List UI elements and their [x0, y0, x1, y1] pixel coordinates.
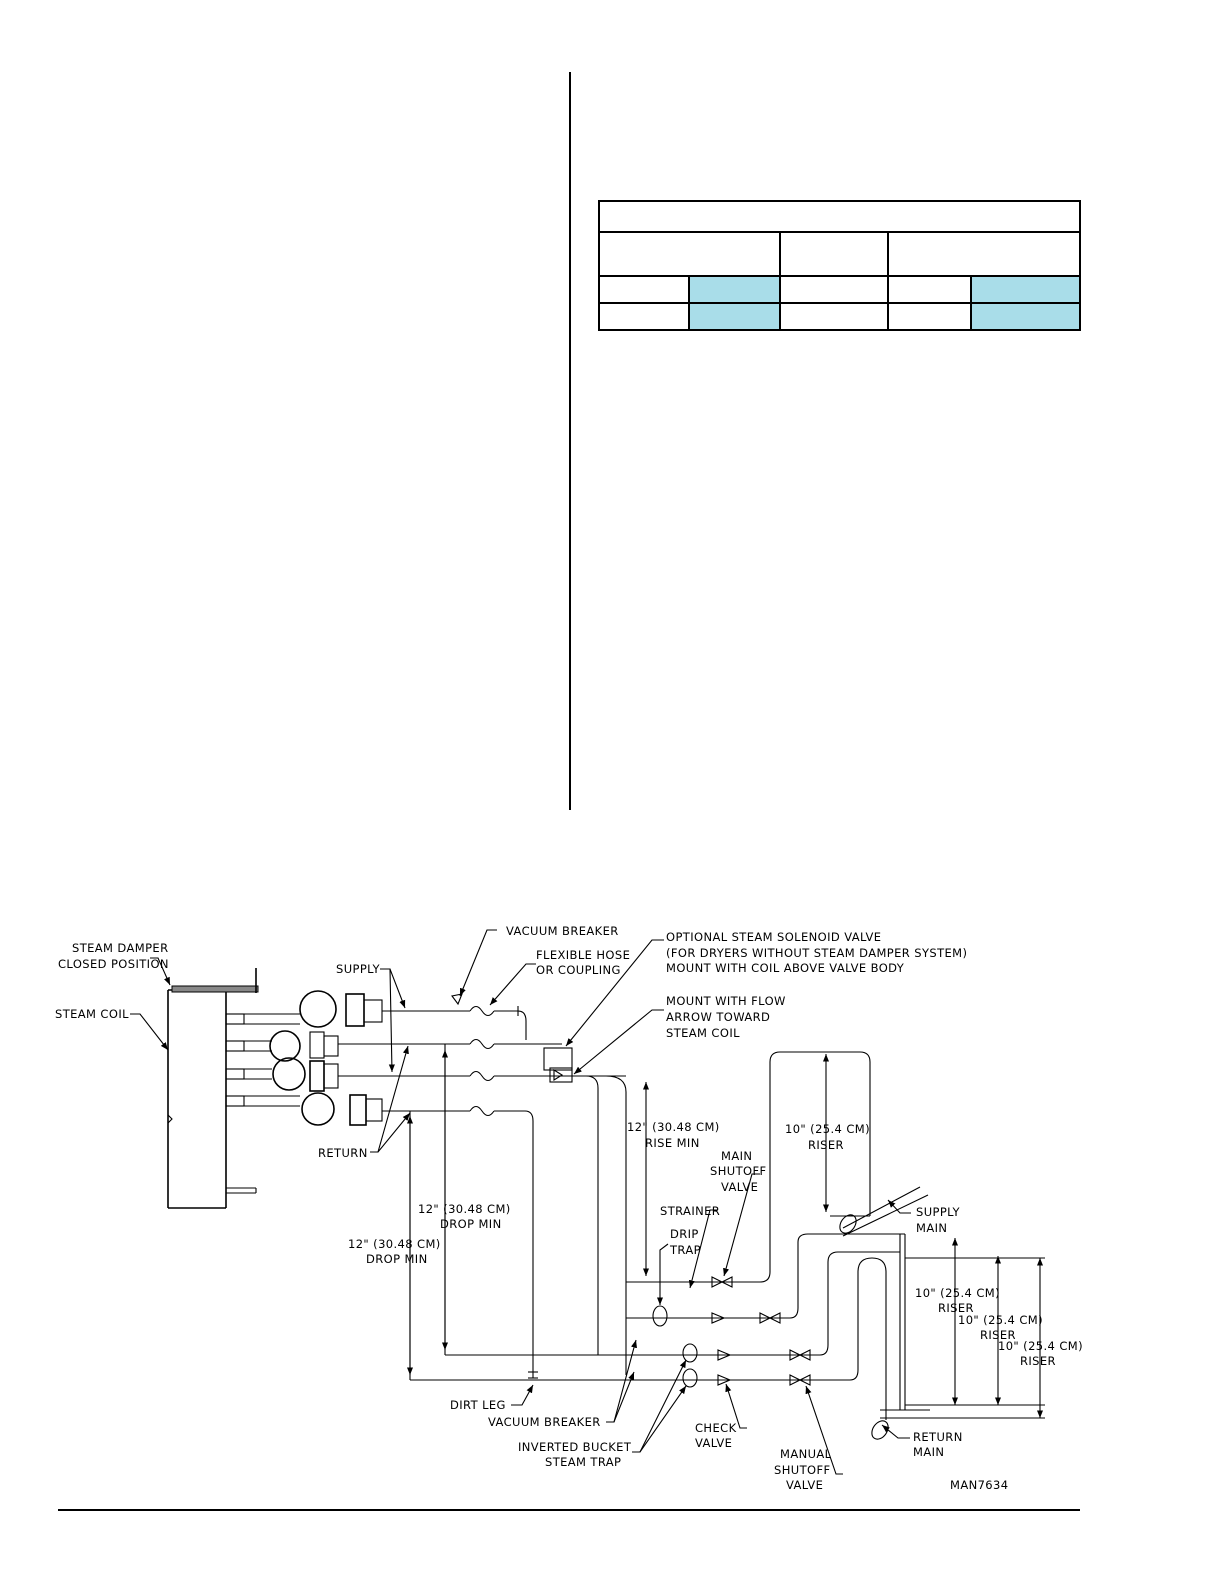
- inverted-bucket-trap-icon: [682, 1343, 698, 1363]
- spec-table: [597, 200, 1082, 331]
- steam-damper-icon: [171, 985, 259, 993]
- check-valve-icon: [549, 1067, 573, 1083]
- piping-lines: [338, 1005, 935, 1440]
- table-header-cell: [598, 231, 781, 277]
- table-title-cell: [597, 200, 1082, 233]
- table-header-cell: [779, 231, 889, 277]
- table-header-cell: [886, 231, 1082, 277]
- table-cell: [598, 275, 690, 304]
- label-solenoid-valve: OPTIONAL STEAM SOLENOID VALVE(FOR DRYERS…: [666, 930, 967, 975]
- coil-connections: [225, 990, 383, 1126]
- label-riser-2: 10" (25.4 CM)RISER: [958, 1313, 1043, 1342]
- label-supply: SUPPLY: [336, 962, 380, 976]
- table-cell: [887, 275, 972, 304]
- label-strainer: STRAINER: [660, 1204, 720, 1218]
- check-valve-icon: [711, 1312, 726, 1324]
- table-cell-highlighted: [688, 302, 781, 331]
- manual-shutoff-valve-icon: [789, 1349, 811, 1361]
- label-return: RETURN: [318, 1146, 368, 1160]
- table-row: [598, 275, 1082, 304]
- manual-shutoff-valve-icon: [789, 1374, 811, 1386]
- steam-coil-assembly: [167, 968, 259, 1209]
- main-shutoff-valve-icon: [711, 1276, 733, 1288]
- table-cell-highlighted: [969, 275, 1082, 304]
- vacuum-breaker-icon: [451, 993, 463, 1006]
- solenoid-valve-icon: [543, 1047, 573, 1071]
- valves-and-traps: [451, 993, 811, 1388]
- label-riser-3: 10" (25.4 CM)RISER: [998, 1339, 1083, 1368]
- inverted-bucket-trap-icon: [682, 1368, 698, 1388]
- label-steam-coil: STEAM COIL: [55, 1007, 129, 1021]
- shutoff-valve-icon: [759, 1312, 781, 1324]
- leader-lines: [130, 929, 911, 1475]
- column-divider: [569, 72, 571, 810]
- label-drop-min-1: 12" (30.48 CM)DROP MIN: [418, 1202, 511, 1231]
- table-cell: [779, 302, 889, 331]
- check-valve-icon: [717, 1349, 732, 1386]
- label-vacuum-breaker-top: VACUUM BREAKER: [506, 924, 619, 938]
- label-drawing-id: MAN7634: [950, 1478, 1008, 1492]
- label-riser-1: 10" (25.4 CM)RISER: [915, 1286, 1000, 1315]
- label-dirt-leg: DIRT LEG: [450, 1398, 506, 1412]
- dimension-lines: [406, 1050, 1045, 1419]
- table-cell: [598, 302, 690, 331]
- table-cell: [887, 302, 972, 331]
- label-riser-top: 10" (25.4 CM)RISER: [785, 1122, 870, 1152]
- label-drop-min-2: 12" (30.48 CM)DROP MIN: [348, 1237, 441, 1266]
- label-vacuum-breaker-bottom: VACUUM BREAKER: [488, 1415, 601, 1429]
- table-row: [598, 302, 1082, 331]
- drip-trap-icon: [652, 1305, 668, 1327]
- table-cell-highlighted: [969, 302, 1082, 331]
- label-rise-min: 12" (30.48 CM)RISE MIN: [627, 1120, 720, 1150]
- table-cell: [779, 275, 889, 304]
- table-cell-highlighted: [688, 275, 781, 304]
- page-footer-rule: [58, 1509, 1080, 1511]
